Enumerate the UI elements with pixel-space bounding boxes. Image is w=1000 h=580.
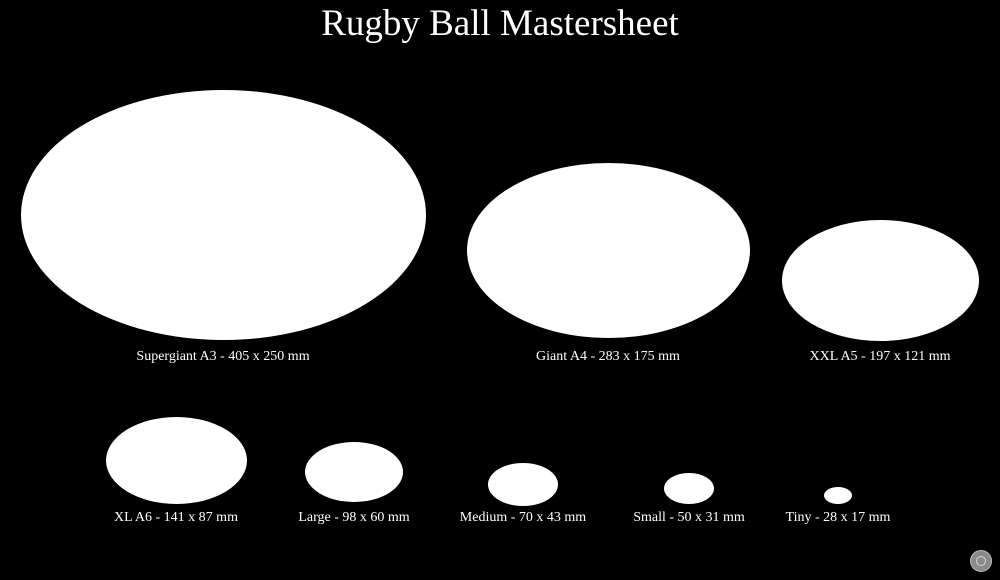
rugby-ball-large (305, 442, 403, 502)
watermark-seal-icon (970, 550, 992, 572)
ball-caption: Small - 50 x 31 mm (633, 510, 745, 525)
rugby-ball-medium (488, 462, 558, 506)
rugby-ball-small (664, 472, 714, 504)
rugby-ball-xxl-a5 (781, 219, 979, 341)
ball-caption: Giant A4 - 283 x 175 mm (536, 349, 680, 364)
ball-caption: Tiny - 28 x 17 mm (785, 510, 891, 525)
ball-caption: XXL A5 - 197 x 121 mm (809, 349, 951, 364)
ball-caption: XL A6 - 141 x 87 mm (114, 510, 238, 525)
rugby-ball-tiny (824, 486, 852, 504)
ball-caption: Medium - 70 x 43 mm (459, 510, 587, 525)
rugby-ball-giant-a4 (466, 162, 750, 338)
page-title: Rugby Ball Mastersheet (321, 3, 679, 44)
rugby-ball-xl-a6 (105, 416, 247, 504)
ball-caption: Supergiant A3 - 405 x 250 mm (136, 349, 310, 364)
ball-caption: Large - 98 x 60 mm (298, 510, 410, 525)
rugby-ball-supergiant-a3 (20, 90, 426, 340)
